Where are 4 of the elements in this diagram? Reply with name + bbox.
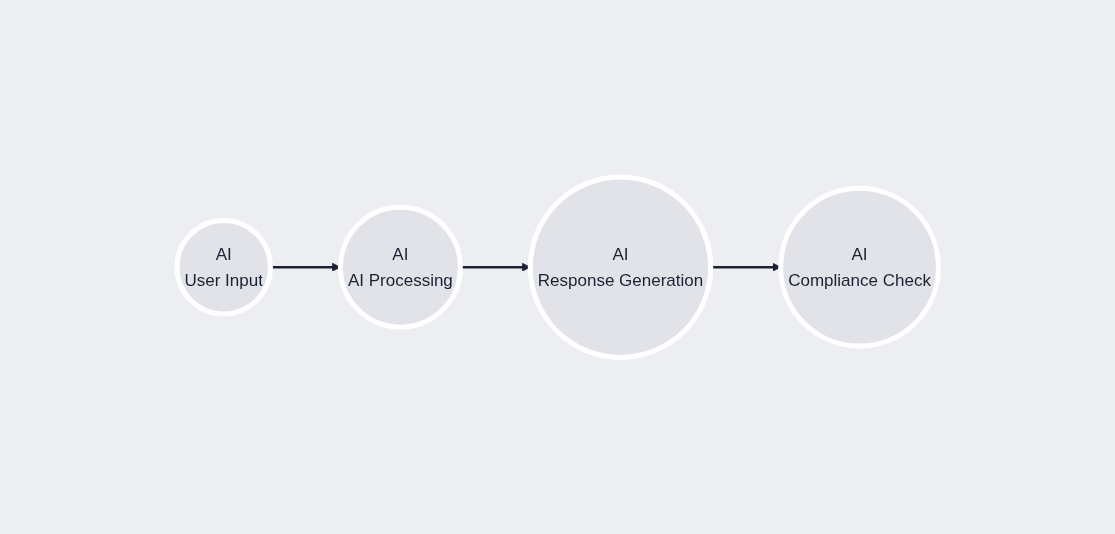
node-circle: AI AI Processing xyxy=(337,204,463,330)
node-circle: AI Response Generation xyxy=(527,174,713,360)
node-circle: AI User Input xyxy=(174,217,273,317)
node-circle: AI Compliance Check xyxy=(778,185,941,349)
